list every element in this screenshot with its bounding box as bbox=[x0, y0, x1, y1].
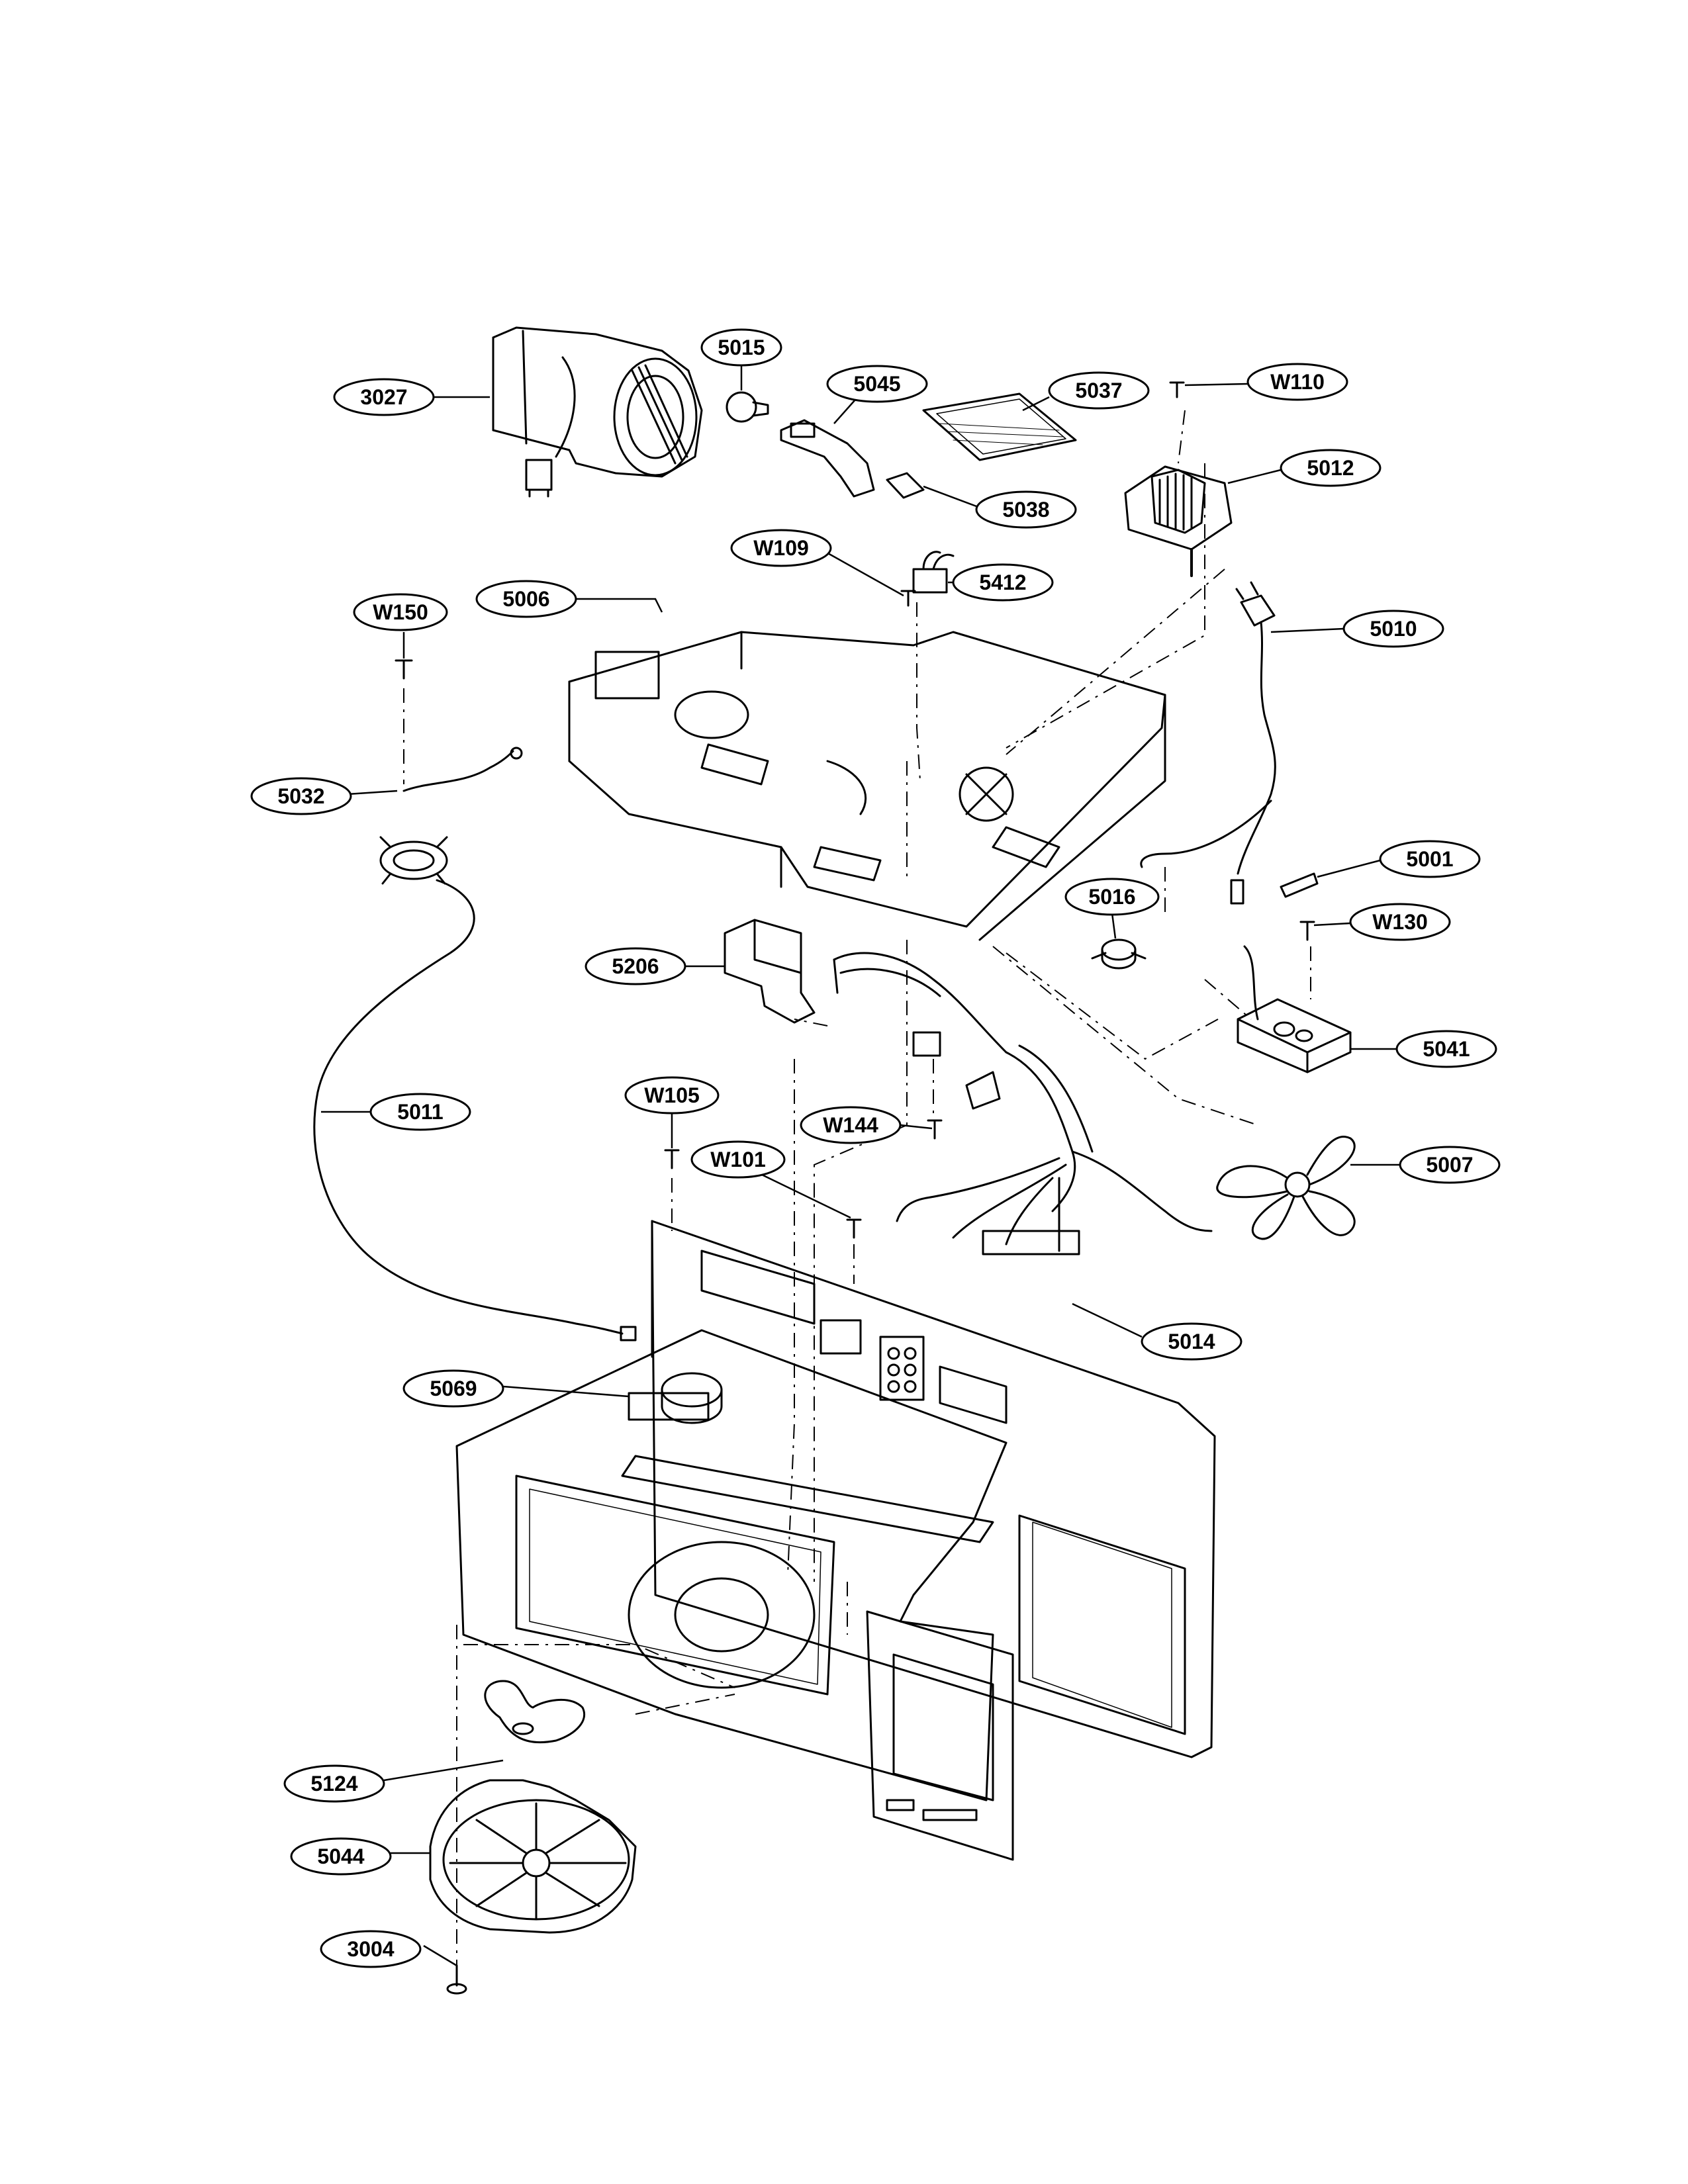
alignment-guides bbox=[403, 410, 1311, 1966]
screw-w144 bbox=[927, 1119, 943, 1140]
lamp-bulb bbox=[726, 391, 769, 423]
fuse bbox=[1280, 872, 1319, 898]
coupler bbox=[484, 1680, 586, 1744]
callout-text: 3004 bbox=[347, 1937, 394, 1961]
callout-text: 5006 bbox=[502, 587, 549, 611]
callout-5124: 5124 bbox=[283, 1764, 385, 1803]
callout-5032: 5032 bbox=[250, 777, 352, 815]
lead-wire bbox=[313, 879, 637, 1342]
callout-5037: 5037 bbox=[1048, 371, 1150, 410]
callout-text: 5412 bbox=[979, 570, 1026, 594]
callout-text: 5069 bbox=[430, 1377, 477, 1400]
callout-text: 5032 bbox=[277, 784, 324, 808]
fan-motor bbox=[1124, 465, 1233, 577]
callout-text: 5010 bbox=[1370, 617, 1417, 641]
callout-5041: 5041 bbox=[1395, 1030, 1497, 1068]
callout-leaders bbox=[321, 364, 1400, 1967]
callout-text: 5016 bbox=[1088, 885, 1135, 909]
callout-w109: W109 bbox=[730, 529, 832, 567]
callout-text: 3027 bbox=[360, 385, 407, 409]
lamp-socket-bracket bbox=[780, 419, 875, 498]
callout-w130: W130 bbox=[1349, 903, 1451, 941]
foot-screw bbox=[446, 1964, 467, 1995]
callout-5038: 5038 bbox=[975, 490, 1077, 529]
callout-text: W105 bbox=[644, 1083, 700, 1107]
stirrer-motor bbox=[628, 1372, 723, 1424]
callout-text: W101 bbox=[710, 1148, 766, 1171]
noise-filter-board bbox=[1237, 945, 1352, 1073]
upper-base-air-guide bbox=[568, 631, 1166, 941]
callout-text: 5001 bbox=[1406, 847, 1453, 871]
callout-5006: 5006 bbox=[475, 580, 577, 618]
callout-text: 5038 bbox=[1002, 498, 1049, 522]
callout-5016: 5016 bbox=[1064, 878, 1160, 916]
callout-text: W130 bbox=[1372, 910, 1428, 934]
callout-text: 5206 bbox=[612, 954, 659, 978]
callout-5412: 5412 bbox=[952, 563, 1054, 602]
callout-5015: 5015 bbox=[700, 328, 782, 367]
blower-motor-assembly bbox=[492, 326, 703, 498]
screw-w101 bbox=[846, 1218, 862, 1239]
oven-cavity bbox=[455, 1220, 1216, 1861]
callout-w150: W150 bbox=[353, 593, 448, 631]
callout-w105: W105 bbox=[624, 1076, 720, 1115]
callout-3004: 3004 bbox=[320, 1930, 422, 1968]
callout-5001: 5001 bbox=[1379, 840, 1481, 878]
callout-w144: W144 bbox=[800, 1106, 902, 1144]
callout-text: 5041 bbox=[1423, 1037, 1470, 1061]
screw-w105 bbox=[664, 1149, 680, 1169]
callout-text: W110 bbox=[1270, 370, 1325, 394]
callout-text: 5045 bbox=[853, 372, 900, 396]
callout-text: W144 bbox=[823, 1113, 878, 1137]
callout-text: 5044 bbox=[317, 1844, 364, 1868]
turntable-housing bbox=[429, 1779, 637, 1934]
screw-w130 bbox=[1299, 921, 1315, 941]
thermistor-sensor bbox=[379, 747, 523, 885]
callout-w101: W101 bbox=[690, 1140, 786, 1179]
callout-text: W150 bbox=[373, 600, 428, 624]
callout-text: 5037 bbox=[1075, 379, 1122, 402]
callout-3027: 3027 bbox=[333, 378, 435, 416]
callout-5206: 5206 bbox=[585, 947, 686, 985]
callout-5007: 5007 bbox=[1399, 1146, 1501, 1184]
callout-5045: 5045 bbox=[826, 365, 928, 403]
screw-w109 bbox=[900, 590, 916, 607]
callout-5044: 5044 bbox=[290, 1837, 392, 1876]
callout-5011: 5011 bbox=[369, 1093, 471, 1131]
callout-labels: 3027 5015 5045 5037 W110 5012 5038 W109 … bbox=[250, 328, 1501, 1968]
callout-5014: 5014 bbox=[1141, 1322, 1243, 1361]
lamp-connector bbox=[886, 472, 925, 499]
cover-bracket bbox=[724, 919, 816, 1024]
callout-5069: 5069 bbox=[402, 1369, 504, 1408]
callout-text: 5015 bbox=[718, 336, 765, 359]
screw-w150 bbox=[395, 659, 413, 680]
fan-blade bbox=[1216, 1135, 1356, 1240]
callout-5012: 5012 bbox=[1280, 449, 1382, 487]
callout-5010: 5010 bbox=[1342, 610, 1444, 648]
callout-text: 5007 bbox=[1426, 1153, 1473, 1177]
callout-text: W109 bbox=[753, 536, 809, 560]
thermal-switch bbox=[912, 551, 955, 594]
callout-w110: W110 bbox=[1246, 363, 1348, 401]
screw-w110 bbox=[1169, 381, 1185, 398]
callout-text: 5014 bbox=[1168, 1330, 1215, 1353]
callout-text: 5124 bbox=[310, 1772, 357, 1796]
thermostat bbox=[1091, 938, 1147, 970]
callout-text: 5012 bbox=[1307, 456, 1354, 480]
grease-filter bbox=[922, 392, 1077, 461]
power-cord bbox=[1140, 581, 1276, 905]
callout-text: 5011 bbox=[397, 1100, 443, 1124]
wire-harness bbox=[833, 952, 1213, 1255]
